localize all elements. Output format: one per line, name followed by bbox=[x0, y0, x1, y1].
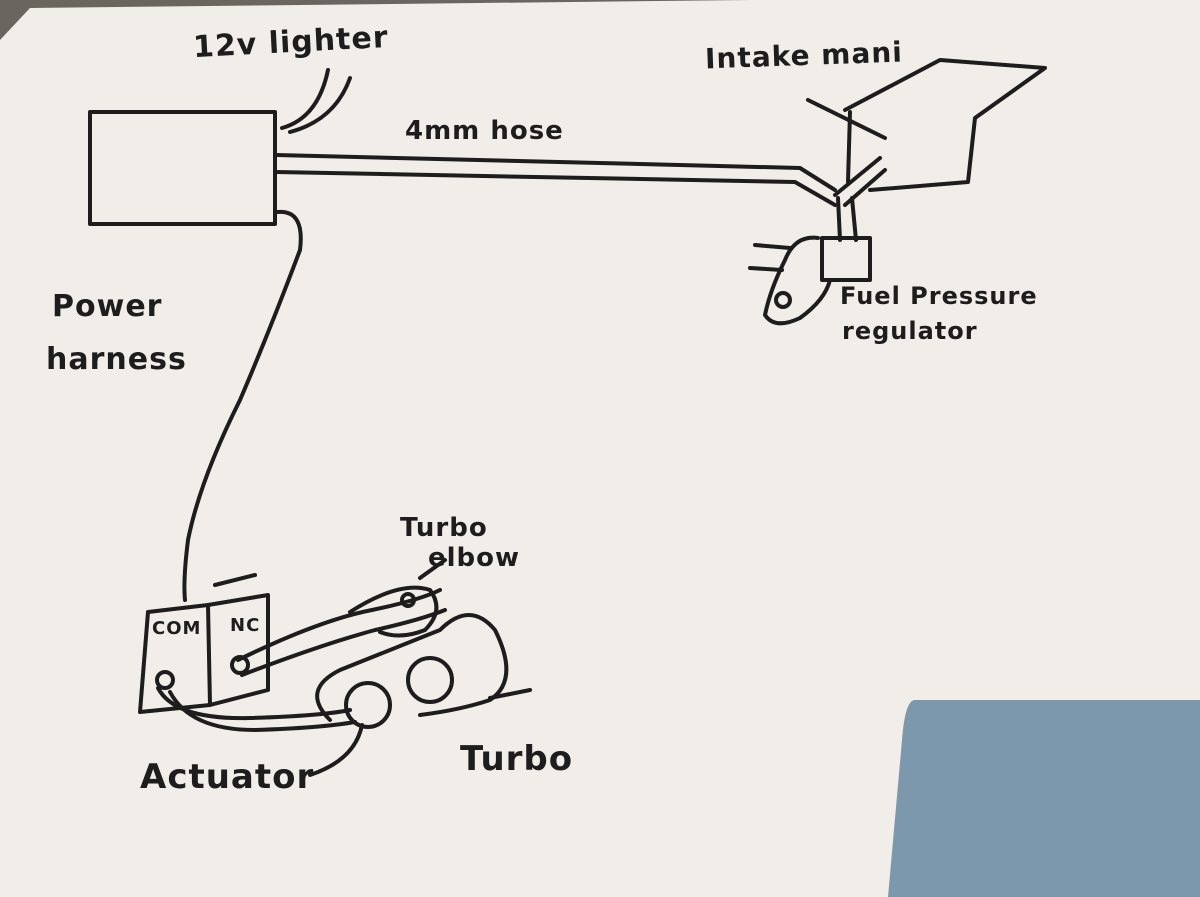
turbo-elbow-label-line2: elbow bbox=[428, 543, 521, 573]
hose-tee-1 bbox=[833, 156, 882, 197]
actuator-label: Actuator bbox=[140, 757, 315, 797]
nc-hose-top bbox=[236, 588, 442, 662]
actuator-pointer bbox=[308, 723, 364, 777]
fpr-pipe-1 bbox=[753, 243, 792, 250]
intake-label: Intake mani bbox=[704, 35, 904, 76]
turbo-elbow bbox=[348, 585, 439, 638]
shadow-region bbox=[888, 700, 1200, 897]
hose-line-bottom bbox=[274, 170, 837, 207]
com-port bbox=[155, 670, 175, 690]
turbo-label: Turbo bbox=[460, 739, 574, 779]
nc-hose-bottom bbox=[240, 608, 447, 677]
nc-port bbox=[230, 655, 250, 675]
hose-label: 4mm hose bbox=[405, 116, 564, 146]
turbo-outlet bbox=[488, 688, 532, 700]
intake-manifold bbox=[843, 58, 1047, 192]
intake-manifold-line bbox=[806, 98, 887, 140]
turbo-housing bbox=[315, 613, 509, 722]
lighter-wire-2 bbox=[288, 76, 352, 134]
turbo-elbow-pointer bbox=[418, 558, 447, 580]
fpr-body bbox=[820, 236, 872, 282]
control-box bbox=[88, 110, 277, 226]
com-hose-bottom bbox=[168, 690, 357, 732]
fpr-bolt bbox=[774, 291, 792, 309]
actuator-canister bbox=[344, 681, 392, 729]
fpr-label-line1: Fuel Pressure bbox=[840, 282, 1038, 310]
com-label: COM bbox=[152, 618, 202, 639]
intake-manifold-edge bbox=[846, 110, 852, 184]
fpr-label-line2: regulator bbox=[842, 317, 978, 345]
hose-line-top bbox=[274, 153, 837, 192]
turbo-elbow-port bbox=[400, 592, 416, 608]
turbo-elbow-label-line1: Turbo bbox=[400, 513, 488, 543]
power-harness-cable bbox=[182, 209, 303, 602]
power-label-line2: harness bbox=[46, 342, 187, 377]
switch-box-edge bbox=[206, 603, 212, 707]
fpr-pipe-2 bbox=[748, 266, 784, 272]
nc-label: NC bbox=[230, 615, 261, 636]
turbo-wheel bbox=[406, 656, 454, 704]
lighter-wire-1 bbox=[280, 68, 330, 130]
switch-box-top bbox=[213, 573, 257, 587]
hose-down-2 bbox=[850, 196, 858, 242]
com-hose-top bbox=[156, 686, 352, 721]
hose-down-1 bbox=[836, 196, 842, 242]
power-label-line1: Power bbox=[52, 289, 163, 324]
